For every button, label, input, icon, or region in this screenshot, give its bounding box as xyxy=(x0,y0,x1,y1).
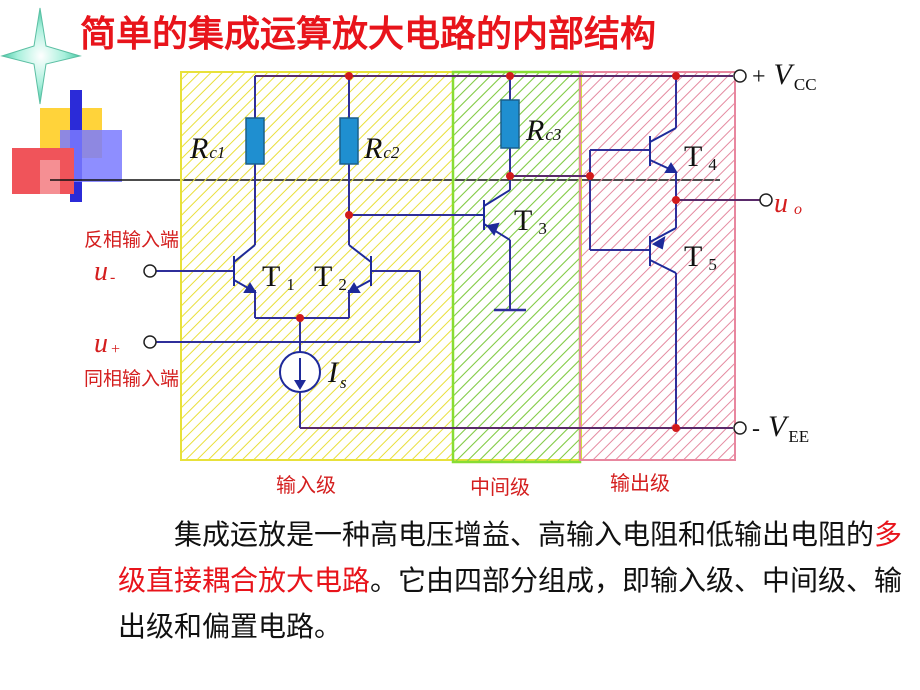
output-stage-label: 输出级 xyxy=(610,471,670,495)
noninverting-input-label: 同相输入端 xyxy=(84,368,179,390)
transistor-t4-icon xyxy=(649,127,678,173)
rc3-label: Rc3 xyxy=(525,114,561,147)
transistor-t3-icon xyxy=(476,189,511,241)
resistor-rc1 xyxy=(245,117,265,165)
page-title: 简单的集成运算放大电路的内部结构 xyxy=(80,14,656,55)
description-text-1: 集成运放是一种高电压增益、高输入电阻和低输出电阻的 xyxy=(174,518,875,551)
middle-stage-label: 中间级 xyxy=(470,475,530,499)
current-source-icon xyxy=(279,351,321,393)
transistor-t1-icon xyxy=(233,244,257,293)
description-text-2: 。它由四部分组成，即输入级、中间级、输出级和偏置电路。 xyxy=(118,564,903,643)
terminal-circles xyxy=(143,69,773,435)
u-minus-terminal[interactable] xyxy=(143,264,157,278)
uo-terminal[interactable] xyxy=(759,193,773,207)
input-stage-label: 输入级 xyxy=(276,473,336,497)
u-plus-label: u+ xyxy=(94,328,121,359)
resistor-rc2 xyxy=(339,117,359,165)
transistor-t2-icon xyxy=(347,244,372,293)
decorative-blocks xyxy=(12,90,122,202)
rc2-label: Rc2 xyxy=(363,132,400,165)
resistor-rc3 xyxy=(500,99,520,149)
inverting-input-label: 反相输入端 xyxy=(84,229,179,251)
u-plus-terminal[interactable] xyxy=(143,335,157,349)
description-highlight: 多级直接耦合放大电路 xyxy=(118,518,903,597)
u-minus-label: u- xyxy=(94,256,115,287)
sparkle-star-icon xyxy=(0,7,82,105)
rc1-label: Rc1 xyxy=(189,132,225,165)
junction-dots xyxy=(296,72,680,432)
vee-terminal[interactable] xyxy=(733,421,747,435)
transistor-t5-icon xyxy=(649,227,677,274)
vcc-terminal[interactable] xyxy=(733,69,747,83)
output-stage-region xyxy=(579,71,736,461)
description-paragraph: 集成运放是一种高电压增益、高输入电阻和低输出电阻的多级直接耦合放大电路。它由四部… xyxy=(118,512,908,650)
